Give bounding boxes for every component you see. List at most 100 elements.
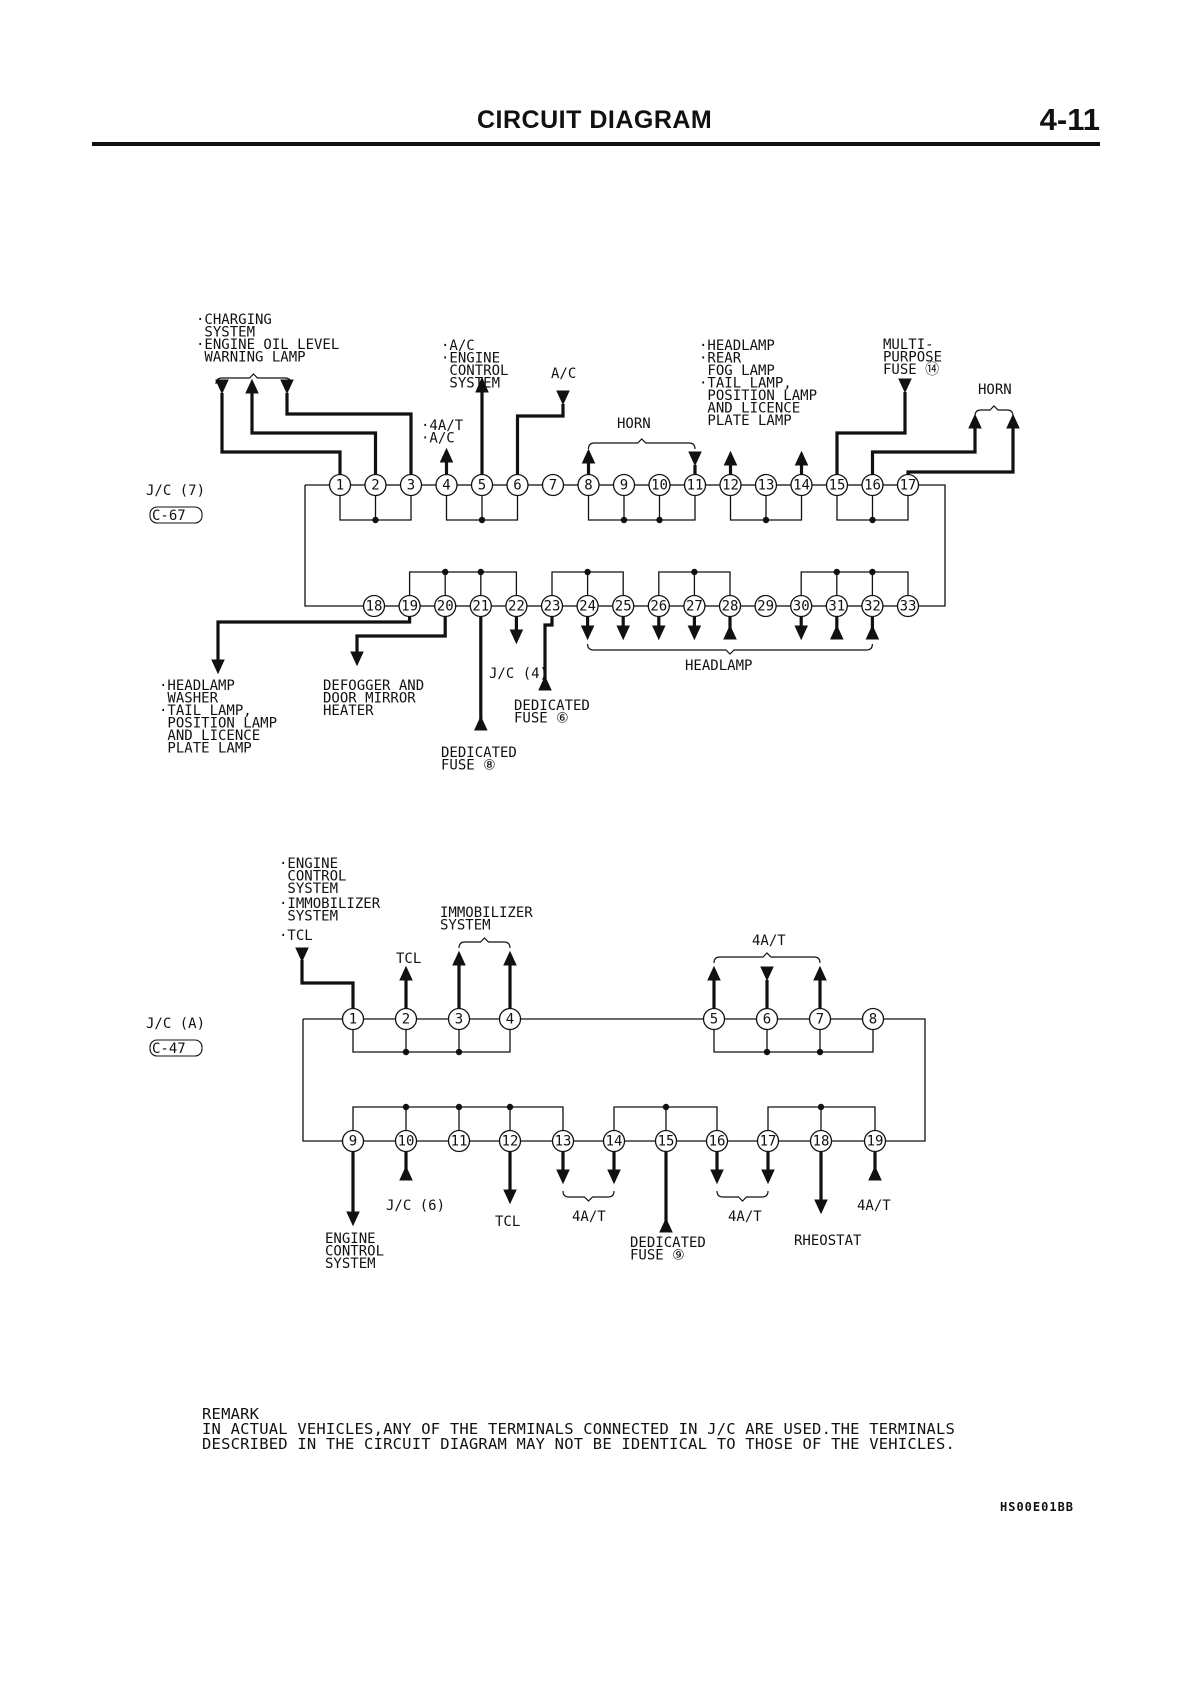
label-4at-b3: 4A/T [857,1198,891,1214]
jca-connector-frame [149,1039,203,1057]
jc7-terminal-18 [362,594,386,618]
junction-dot [763,1048,771,1056]
jc7-terminal-32 [861,594,884,618]
thick-wire [300,960,355,1009]
jc7-connector: C-67 [152,508,186,524]
junction-dot [372,516,379,524]
arrow-head [616,625,630,641]
junction-dot [620,516,628,524]
wire [919,484,946,607]
remark-line-1: IN ACTUAL VEHICLES,ANY OF THE TERMINALS … [202,1420,956,1438]
junction-dot [662,1103,670,1111]
jca-terminal-10 [394,1129,418,1153]
figure-code: HS00E01BB [1000,1500,1075,1514]
label-immobilizer-group: ·IMMOBILIZER SYSTEM [279,896,381,925]
thick-wire [355,616,447,652]
jca-brace-4at-b2 [716,1190,769,1202]
jc7-terminal-8-label: 8 [584,478,592,494]
jca-terminal-7 [808,1007,832,1031]
label-jc4: J/C (4) [489,666,548,682]
jc7-terminal-24 [576,594,599,618]
junction-dot [656,516,663,524]
jca-terminal-10-label: 10 [398,1134,415,1150]
page-header: CIRCUIT DIAGRAM 4-11 [92,100,1100,146]
jc7-terminal-18-label: 18 [366,599,383,615]
remark-title: REMARK [202,1405,260,1423]
jc7-terminal-24-label: 24 [579,599,596,615]
jc7-brace-horn-right [974,405,1014,417]
label-ac-engine-control: ·A/C·ENGINE CONTROL SYSTEM [441,338,508,392]
junction-dot [833,568,840,576]
arrow-head [503,950,517,966]
jc7-terminal-31 [825,594,848,618]
jca-terminal-9-label: 9 [349,1134,357,1150]
jc7-terminal-3 [399,473,423,497]
arrow-head [710,1169,724,1185]
jc7-terminal-9 [612,473,636,497]
jca-terminal-2 [394,1007,418,1031]
junction-dot [442,568,449,576]
jc7-terminal-6 [506,473,529,497]
jc7-brace-horn [587,438,696,450]
thick-wire [250,392,378,475]
label-headlamp-washer: ·HEADLAMP WASHER·TAIL LAMP, POSITION LAM… [159,678,277,757]
jc7-terminal-6-label: 6 [513,478,521,494]
junction-dot [402,1103,410,1111]
jc7-terminal-4 [435,473,458,497]
jc7-terminal-7-label: 7 [549,478,557,494]
jc7-terminal-19 [398,594,421,618]
jc7-terminal-29-label: 29 [757,599,774,615]
jc7-terminal-10-label: 10 [651,478,668,494]
jca-terminal-4-label: 4 [506,1012,514,1028]
arrow-head [723,450,738,466]
jc7-terminal-17 [896,473,920,497]
jc7-terminal-25-label: 25 [615,599,632,615]
arrow-head [687,625,702,641]
label-engine-control-group: ·ENGINE CONTROL SYSTEM [279,856,346,897]
wire [883,1018,926,1142]
jc7-terminal-5 [470,473,494,497]
label-headlamp-bottom: HEADLAMP [685,658,752,674]
jc7-terminal-15-label: 15 [829,478,846,494]
thick-wire [543,616,554,686]
jca-name: J/C (A) [146,1016,205,1032]
arrow-head [503,1189,517,1205]
junction-dot [817,1103,825,1111]
wire [352,1106,564,1131]
arrow-head [868,1165,882,1181]
jc7-terminal-8 [577,473,600,497]
arrow-head [760,966,774,982]
jc7-terminal-16 [861,473,884,497]
page-title: CIRCUIT DIAGRAM [477,106,713,134]
arrow-head [474,715,488,731]
jca-terminal-1-label: 1 [349,1012,357,1028]
arrow-head [439,447,454,463]
arrow-head [1006,413,1020,429]
arrow-head [556,1169,570,1185]
jc7-terminal-31-label: 31 [828,599,845,615]
wire [304,485,363,607]
jc7-terminal-2-label: 2 [371,478,379,494]
jc7-terminal-10 [648,473,671,497]
jca-terminal-6 [755,1007,779,1031]
wire [713,1029,874,1053]
junction-dot [691,568,698,576]
thick-wire [220,393,342,475]
arrow-head [814,1199,828,1215]
junction-dot [455,1048,463,1056]
arrow-head [652,625,666,641]
label-4at-b2: 4A/T [728,1209,762,1225]
arrow-head [280,379,294,395]
label-4at-top: 4A/T [752,933,786,949]
arrow-head [350,651,364,667]
jc7-terminal-26-label: 26 [650,599,667,615]
jc7-connector-frame [149,506,203,524]
jc7-terminal-2 [364,473,387,497]
label-jc6: J/C (6) [386,1198,445,1214]
thick-wire [835,392,907,475]
arrow-head [509,629,524,645]
label-4at-ac: ·4A/T·A/C [421,418,464,447]
